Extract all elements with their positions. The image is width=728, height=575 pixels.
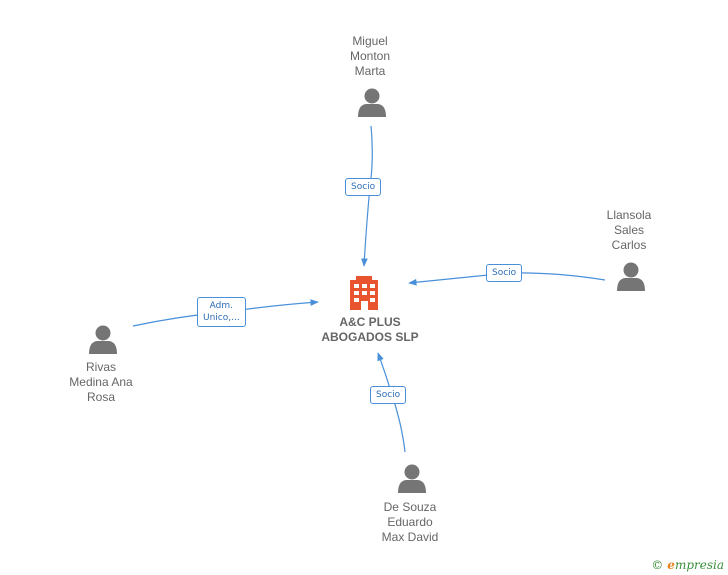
edge-label-text: Socio: [351, 182, 376, 192]
name-line: Carlos: [611, 238, 647, 252]
name-line: Monton: [349, 49, 391, 63]
name-line: Max David: [381, 530, 439, 544]
name-line: Llansola: [606, 208, 652, 222]
edge-label-miguel[interactable]: Socio: [345, 178, 382, 196]
person-name-desouza[interactable]: De Souza Eduardo Max David: [355, 500, 465, 545]
name-line: Marta: [354, 64, 386, 78]
person-icon-rivas[interactable]: [89, 325, 117, 355]
brand-name: mpresia: [674, 558, 724, 572]
person-icon-desouza[interactable]: [398, 464, 426, 494]
brand-letter: e: [667, 558, 675, 572]
copyright-icon: ©: [651, 558, 664, 572]
company-name-line: A&C PLUS: [339, 315, 401, 329]
edge-label-text: Socio: [376, 390, 401, 400]
name-line: Miguel: [352, 34, 388, 48]
person-icon-miguel[interactable]: [358, 88, 386, 118]
person-name-miguel[interactable]: Miguel Monton Marta: [315, 34, 425, 79]
edge-label-rivas[interactable]: Adm. Unico,...: [197, 297, 246, 327]
person-name-rivas[interactable]: Rivas Medina Ana Rosa: [46, 360, 156, 405]
name-line: Sales: [613, 223, 645, 237]
company-name[interactable]: A&C PLUS ABOGADOS SLP: [300, 315, 440, 345]
building-icon[interactable]: [350, 276, 378, 310]
edge-label-llansola[interactable]: Socio: [486, 264, 523, 282]
edge-label-text: Unico,...: [203, 313, 240, 323]
name-line: Rosa: [86, 390, 115, 404]
name-line: Eduardo: [387, 515, 433, 529]
edge-label-text: Adm.: [209, 301, 234, 311]
company-name-line: ABOGADOS SLP: [321, 330, 419, 344]
person-icon-llansola[interactable]: [617, 262, 645, 292]
edge-line-miguel: [361, 125, 373, 267]
empresia-logo[interactable]: ©empresia: [651, 558, 724, 572]
name-line: Medina Ana: [69, 375, 133, 389]
edge-label-text: Socio: [492, 268, 517, 278]
name-line: Rivas: [85, 360, 116, 374]
name-line: De Souza: [383, 500, 437, 514]
person-name-llansola[interactable]: Llansola Sales Carlos: [574, 208, 684, 253]
edge-label-desouza[interactable]: Socio: [370, 386, 407, 404]
